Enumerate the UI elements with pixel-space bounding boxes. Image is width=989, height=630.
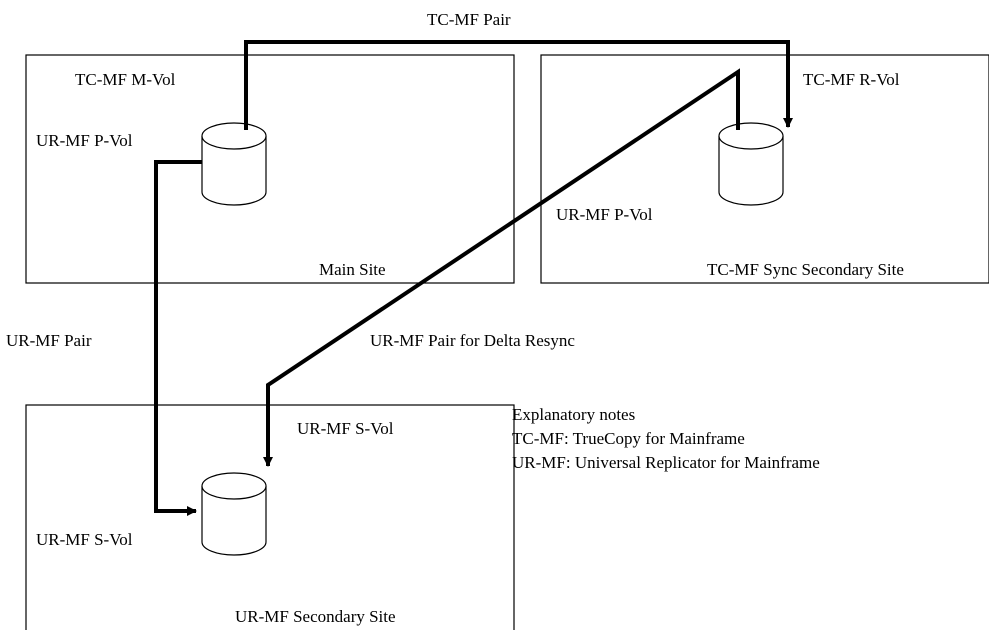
ur-svol-top-label: UR-MF S-Vol <box>297 419 394 438</box>
sync-secondary-site-box <box>540 54 989 284</box>
tc-mf-pair-label: TC-MF Pair <box>427 10 511 29</box>
tc-mf-pair-line <box>244 40 793 130</box>
ur-svol-left-label: UR-MF S-Vol <box>36 530 133 549</box>
main-site-box <box>25 54 515 284</box>
explanatory-notes: Explanatory notes TC-MF: TrueCopy for Ma… <box>512 405 820 472</box>
main-tc-mvol-label: TC-MF M-Vol <box>75 70 176 89</box>
ur-mf-delta-resync-label: UR-MF Pair for Delta Resync <box>370 331 575 350</box>
notes-tc-definition: TC-MF: TrueCopy for Mainframe <box>512 429 745 448</box>
sync-volume-cylinder <box>718 122 784 206</box>
ur-secondary-volume-cylinder <box>201 472 267 556</box>
main-volume-cylinder <box>201 122 267 206</box>
sync-tc-rvol-label: TC-MF R-Vol <box>803 70 900 89</box>
ur-mf-pair-line <box>154 160 202 516</box>
ur-secondary-site-label: UR-MF Secondary Site <box>235 607 396 626</box>
ur-mf-pair-label: UR-MF Pair <box>6 331 92 350</box>
ur-mf-delta-resync-line <box>263 68 740 467</box>
sync-secondary-site-label: TC-MF Sync Secondary Site <box>707 260 904 279</box>
main-site-label: Main Site <box>319 260 386 279</box>
main-ur-pvol-label: UR-MF P-Vol <box>36 131 133 150</box>
notes-heading: Explanatory notes <box>512 405 635 424</box>
sync-ur-pvol-label: UR-MF P-Vol <box>556 205 653 224</box>
notes-ur-definition: UR-MF: Universal Replicator for Mainfram… <box>512 453 820 472</box>
